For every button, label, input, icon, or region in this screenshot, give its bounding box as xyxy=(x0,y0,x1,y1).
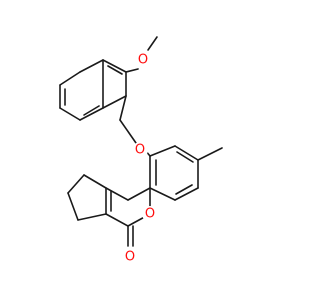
bond xyxy=(102,59,127,73)
structure-diagram: O O O O xyxy=(59,36,223,265)
bond xyxy=(197,147,223,161)
atom-label-methoxy-o: O xyxy=(135,52,151,68)
bond xyxy=(149,145,176,157)
bond xyxy=(174,145,199,161)
benzene-ring-upper xyxy=(59,59,127,121)
cyclopentene-ring xyxy=(67,174,107,221)
bond xyxy=(125,68,139,73)
bond xyxy=(67,174,85,194)
atom-label-ring-o: O xyxy=(142,206,158,222)
bond xyxy=(127,187,151,201)
bond xyxy=(79,107,104,121)
bond xyxy=(59,71,81,86)
double-bond xyxy=(107,65,123,75)
double-bond xyxy=(176,151,194,163)
atom-label-carbonyl-o: O xyxy=(122,249,138,265)
label-backdrop xyxy=(132,142,148,158)
bond xyxy=(83,174,107,189)
bond xyxy=(67,192,79,221)
atom-label-ether-o: O xyxy=(132,142,148,158)
bond xyxy=(105,187,129,201)
bond xyxy=(147,36,158,51)
bond xyxy=(102,95,127,109)
bond xyxy=(79,59,104,73)
bond xyxy=(174,187,199,201)
bond xyxy=(119,119,137,144)
bond xyxy=(105,213,129,227)
pyranone-ring xyxy=(105,187,151,227)
benzene-ring-chromene xyxy=(149,145,199,201)
oxygen-atom-label: O xyxy=(138,53,148,68)
bond xyxy=(77,213,107,221)
oxygen-atom-label: O xyxy=(125,250,135,265)
molecule-canvas: O O O O xyxy=(59,36,223,265)
bond xyxy=(119,95,127,121)
double-bond xyxy=(175,184,193,195)
oxygen-atom-label: O xyxy=(145,207,155,222)
oxygen-atom-label: O xyxy=(135,143,145,158)
bond xyxy=(59,107,81,121)
double-bond xyxy=(83,105,100,116)
label-backdrop xyxy=(122,249,138,265)
label-backdrop xyxy=(135,52,151,68)
label-backdrop xyxy=(142,206,158,222)
bond xyxy=(149,187,176,201)
